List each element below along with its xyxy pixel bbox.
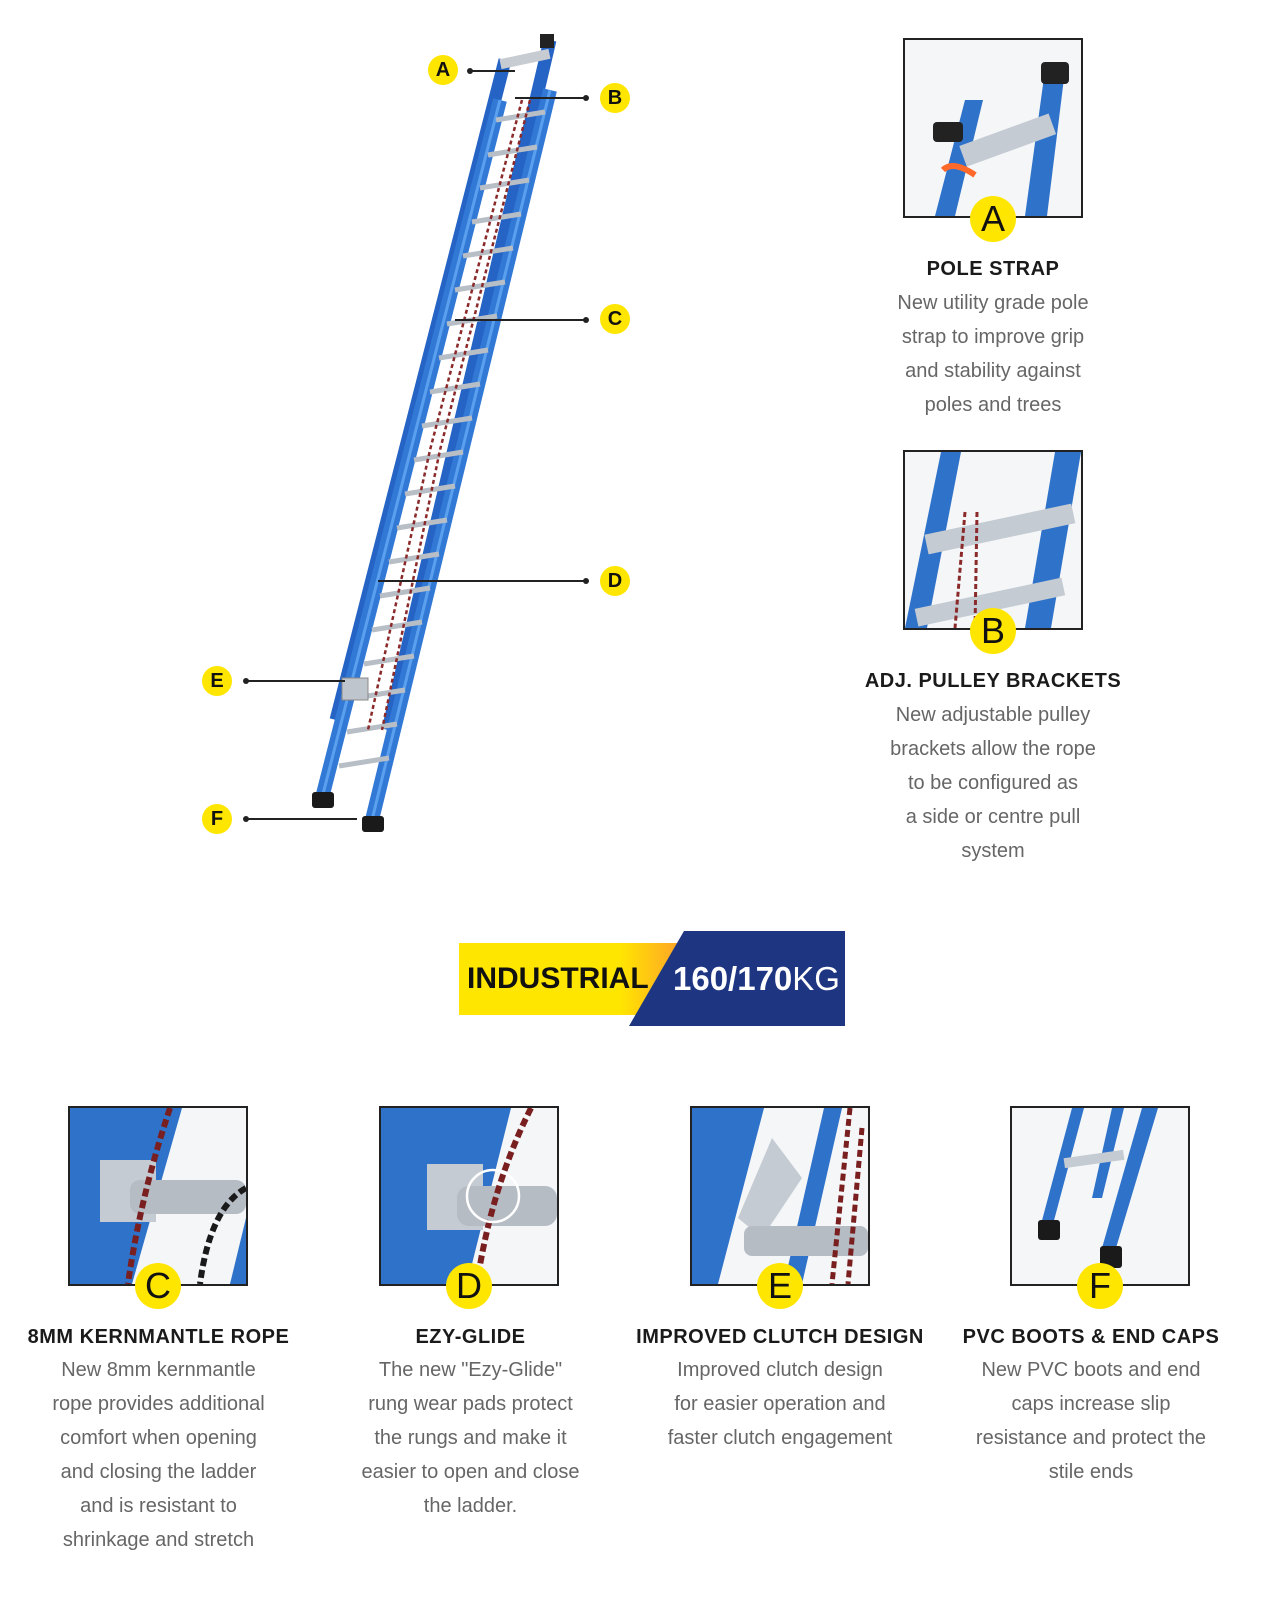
- photo-pole-strap: [903, 38, 1083, 218]
- leader-d: [378, 578, 589, 584]
- leader-f: [243, 816, 357, 822]
- feature-desc-f: New PVC boots and end caps increase slip…: [975, 1359, 1207, 1483]
- badge-b: B: [970, 608, 1016, 654]
- banner-rating-value: 160/170: [673, 960, 793, 997]
- ladder-rope: [366, 99, 532, 731]
- pulley-brackets-image: [905, 452, 1081, 628]
- feature-desc-d: The new "Ezy-Glide" rung wear pads prote…: [361, 1359, 580, 1517]
- photo-clutch-design: [690, 1106, 870, 1286]
- badge-f: F: [1077, 1263, 1123, 1309]
- feature-title-d: EZY-GLIDE: [415, 1326, 526, 1348]
- pole-strap-image: [905, 40, 1081, 216]
- feature-title-f: PVC BOOTS & END CAPS: [962, 1326, 1220, 1348]
- ladder-foot-right: [362, 816, 384, 832]
- feature-title-c: 8MM KERNMANTLE ROPE: [27, 1326, 290, 1348]
- callout-d: D: [600, 566, 630, 596]
- banner-rating-unit: KG: [792, 960, 840, 997]
- banner-load-rating: 160/170KG: [673, 931, 840, 1026]
- badge-a: A: [970, 196, 1016, 242]
- ladder-illustration: [312, 34, 557, 832]
- leader-a: [467, 68, 515, 74]
- feature-title-e: IMPROVED CLUTCH DESIGN: [636, 1326, 924, 1348]
- feature-desc-c: New 8mm kernmantle rope provides additio…: [52, 1359, 265, 1551]
- banner-industrial-label: INDUSTRIAL: [467, 962, 649, 995]
- leader-b: [515, 95, 589, 101]
- photo-ezy-glide: [379, 1106, 559, 1286]
- photo-kernmantle-rope: [68, 1106, 248, 1286]
- pvc-boots-image: [1012, 1108, 1188, 1284]
- leader-c: [455, 317, 589, 323]
- badge-c: C: [135, 1263, 181, 1309]
- photo-pvc-boots: [1010, 1106, 1190, 1286]
- kernmantle-rope-image: [70, 1108, 246, 1284]
- feature-title-b: ADJ. PULLEY BRACKETS: [864, 670, 1122, 692]
- ladder-foot-left: [312, 792, 334, 808]
- photo-pulley-brackets: [903, 450, 1083, 630]
- clutch-design-image: [692, 1108, 868, 1284]
- badge-e: E: [757, 1263, 803, 1309]
- badge-d: D: [446, 1263, 492, 1309]
- clutch-hardware: [341, 677, 369, 701]
- callout-f: F: [202, 804, 232, 834]
- callout-c: C: [600, 304, 630, 334]
- callout-b: B: [600, 83, 630, 113]
- ezy-glide-image: [381, 1108, 557, 1284]
- callout-e: E: [202, 666, 232, 696]
- feature-desc-a: New utility grade pole strap to improve …: [897, 292, 1089, 416]
- leader-e: [243, 678, 345, 684]
- feature-title-a: POLE STRAP: [926, 258, 1060, 280]
- load-rating-banner: INDUSTRIAL 160/170KG: [459, 931, 845, 1026]
- feature-desc-e: Improved clutch design for easier operat…: [667, 1359, 893, 1449]
- callout-a: A: [428, 55, 458, 85]
- feature-desc-b: New adjustable pulley brackets allow the…: [890, 704, 1096, 862]
- pole-strap-hardware: [499, 34, 554, 70]
